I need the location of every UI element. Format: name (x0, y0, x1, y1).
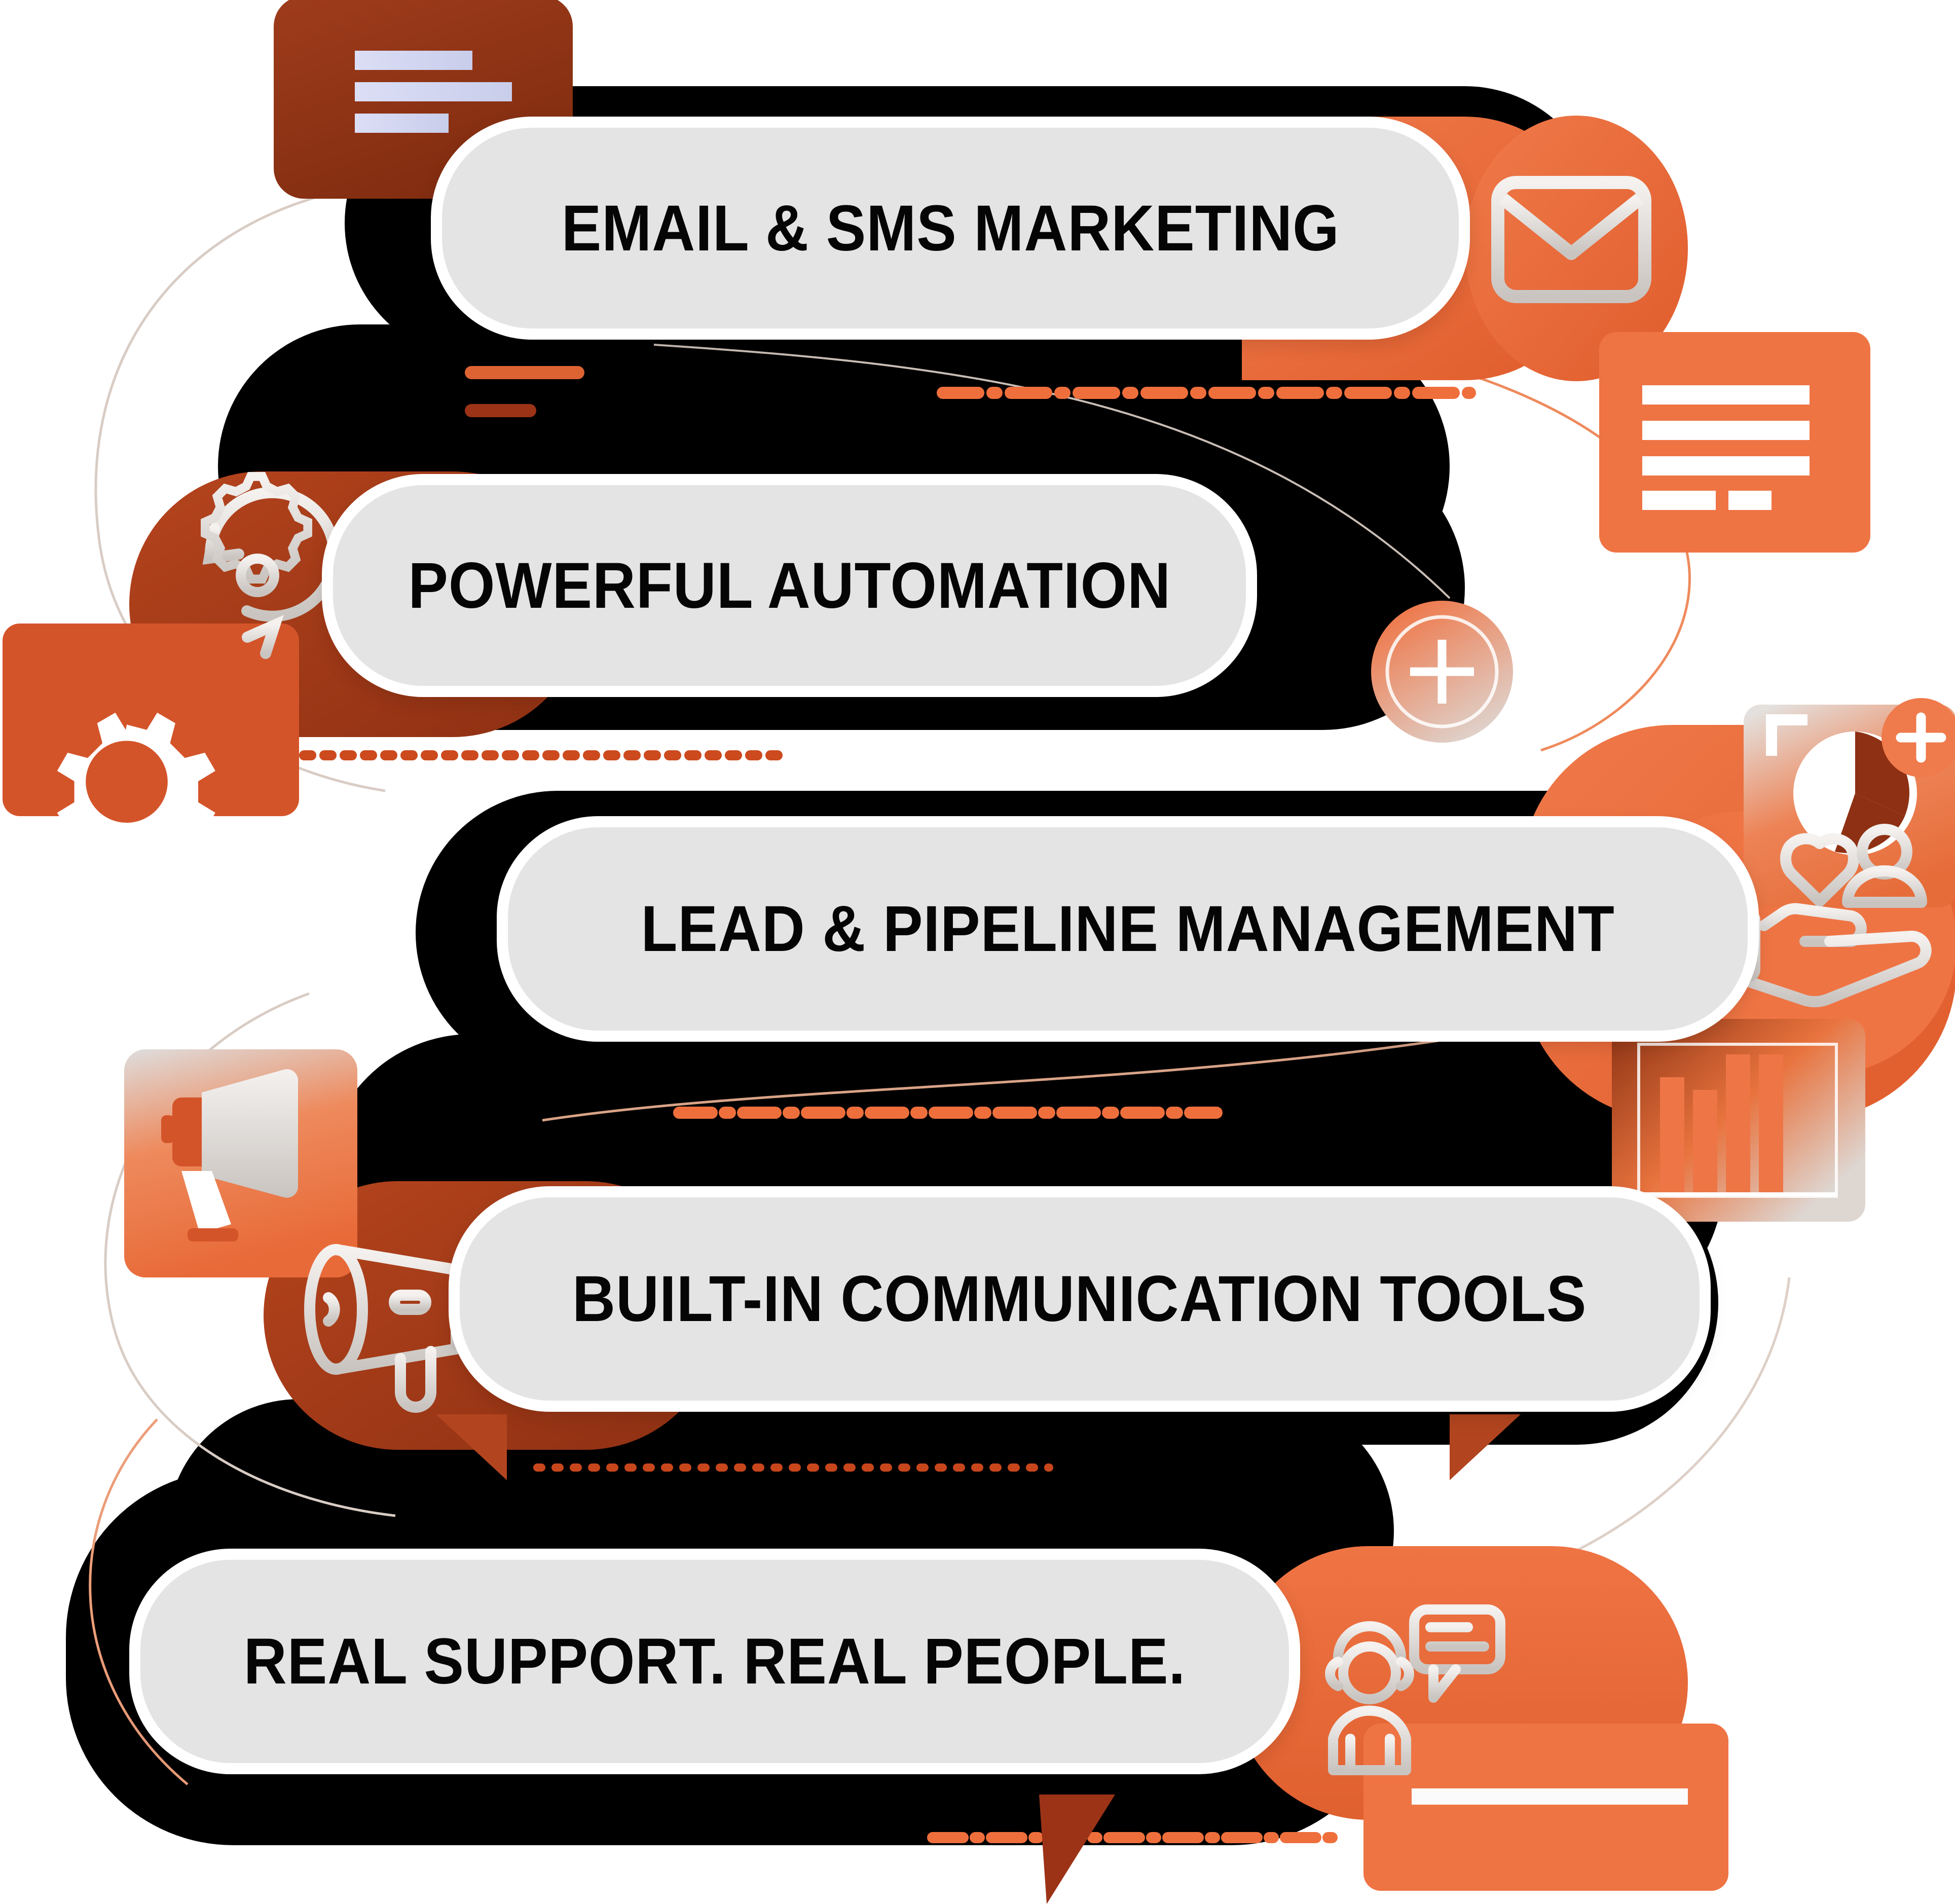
support-agent-chat-icon (1325, 1604, 1505, 1775)
feature-pill-built-in-communication-tools[interactable]: BUILT-IN COMMUNICATION TOOLS (449, 1186, 1711, 1412)
envelope-icon (1491, 176, 1651, 303)
feature-label: EMAIL & SMS MARKETING (561, 192, 1340, 265)
feature-pill-email-sms-marketing[interactable]: EMAIL & SMS MARKETING (431, 117, 1470, 340)
feature-label: REAL SUPPORT. REAL PEOPLE. (243, 1625, 1186, 1698)
single-line-card (1363, 1724, 1728, 1891)
megaphone-card (124, 1049, 357, 1277)
gear-card (3, 624, 299, 871)
triangle-markers (436, 1414, 1521, 1904)
feature-pill-lead-pipeline-management[interactable]: LEAD & PIPELINE MANAGEMENT (497, 816, 1759, 1042)
feature-label: LEAD & PIPELINE MANAGEMENT (641, 893, 1615, 965)
plus-circle-icon (1371, 601, 1513, 743)
feature-label: POWERFUL AUTOMATION (408, 549, 1171, 622)
document-lines-card (1599, 332, 1870, 553)
feature-label: BUILT-IN COMMUNICATION TOOLS (572, 1263, 1587, 1335)
dash-dot-connectors (279, 366, 1476, 1843)
feature-pill-real-support-real-people[interactable]: REAL SUPPORT. REAL PEOPLE. (129, 1549, 1300, 1774)
gear-refresh-icon (200, 472, 340, 659)
bar-chart-card (1612, 1019, 1865, 1222)
feature-pill-powerful-automation[interactable]: POWERFUL AUTOMATION (322, 474, 1257, 697)
